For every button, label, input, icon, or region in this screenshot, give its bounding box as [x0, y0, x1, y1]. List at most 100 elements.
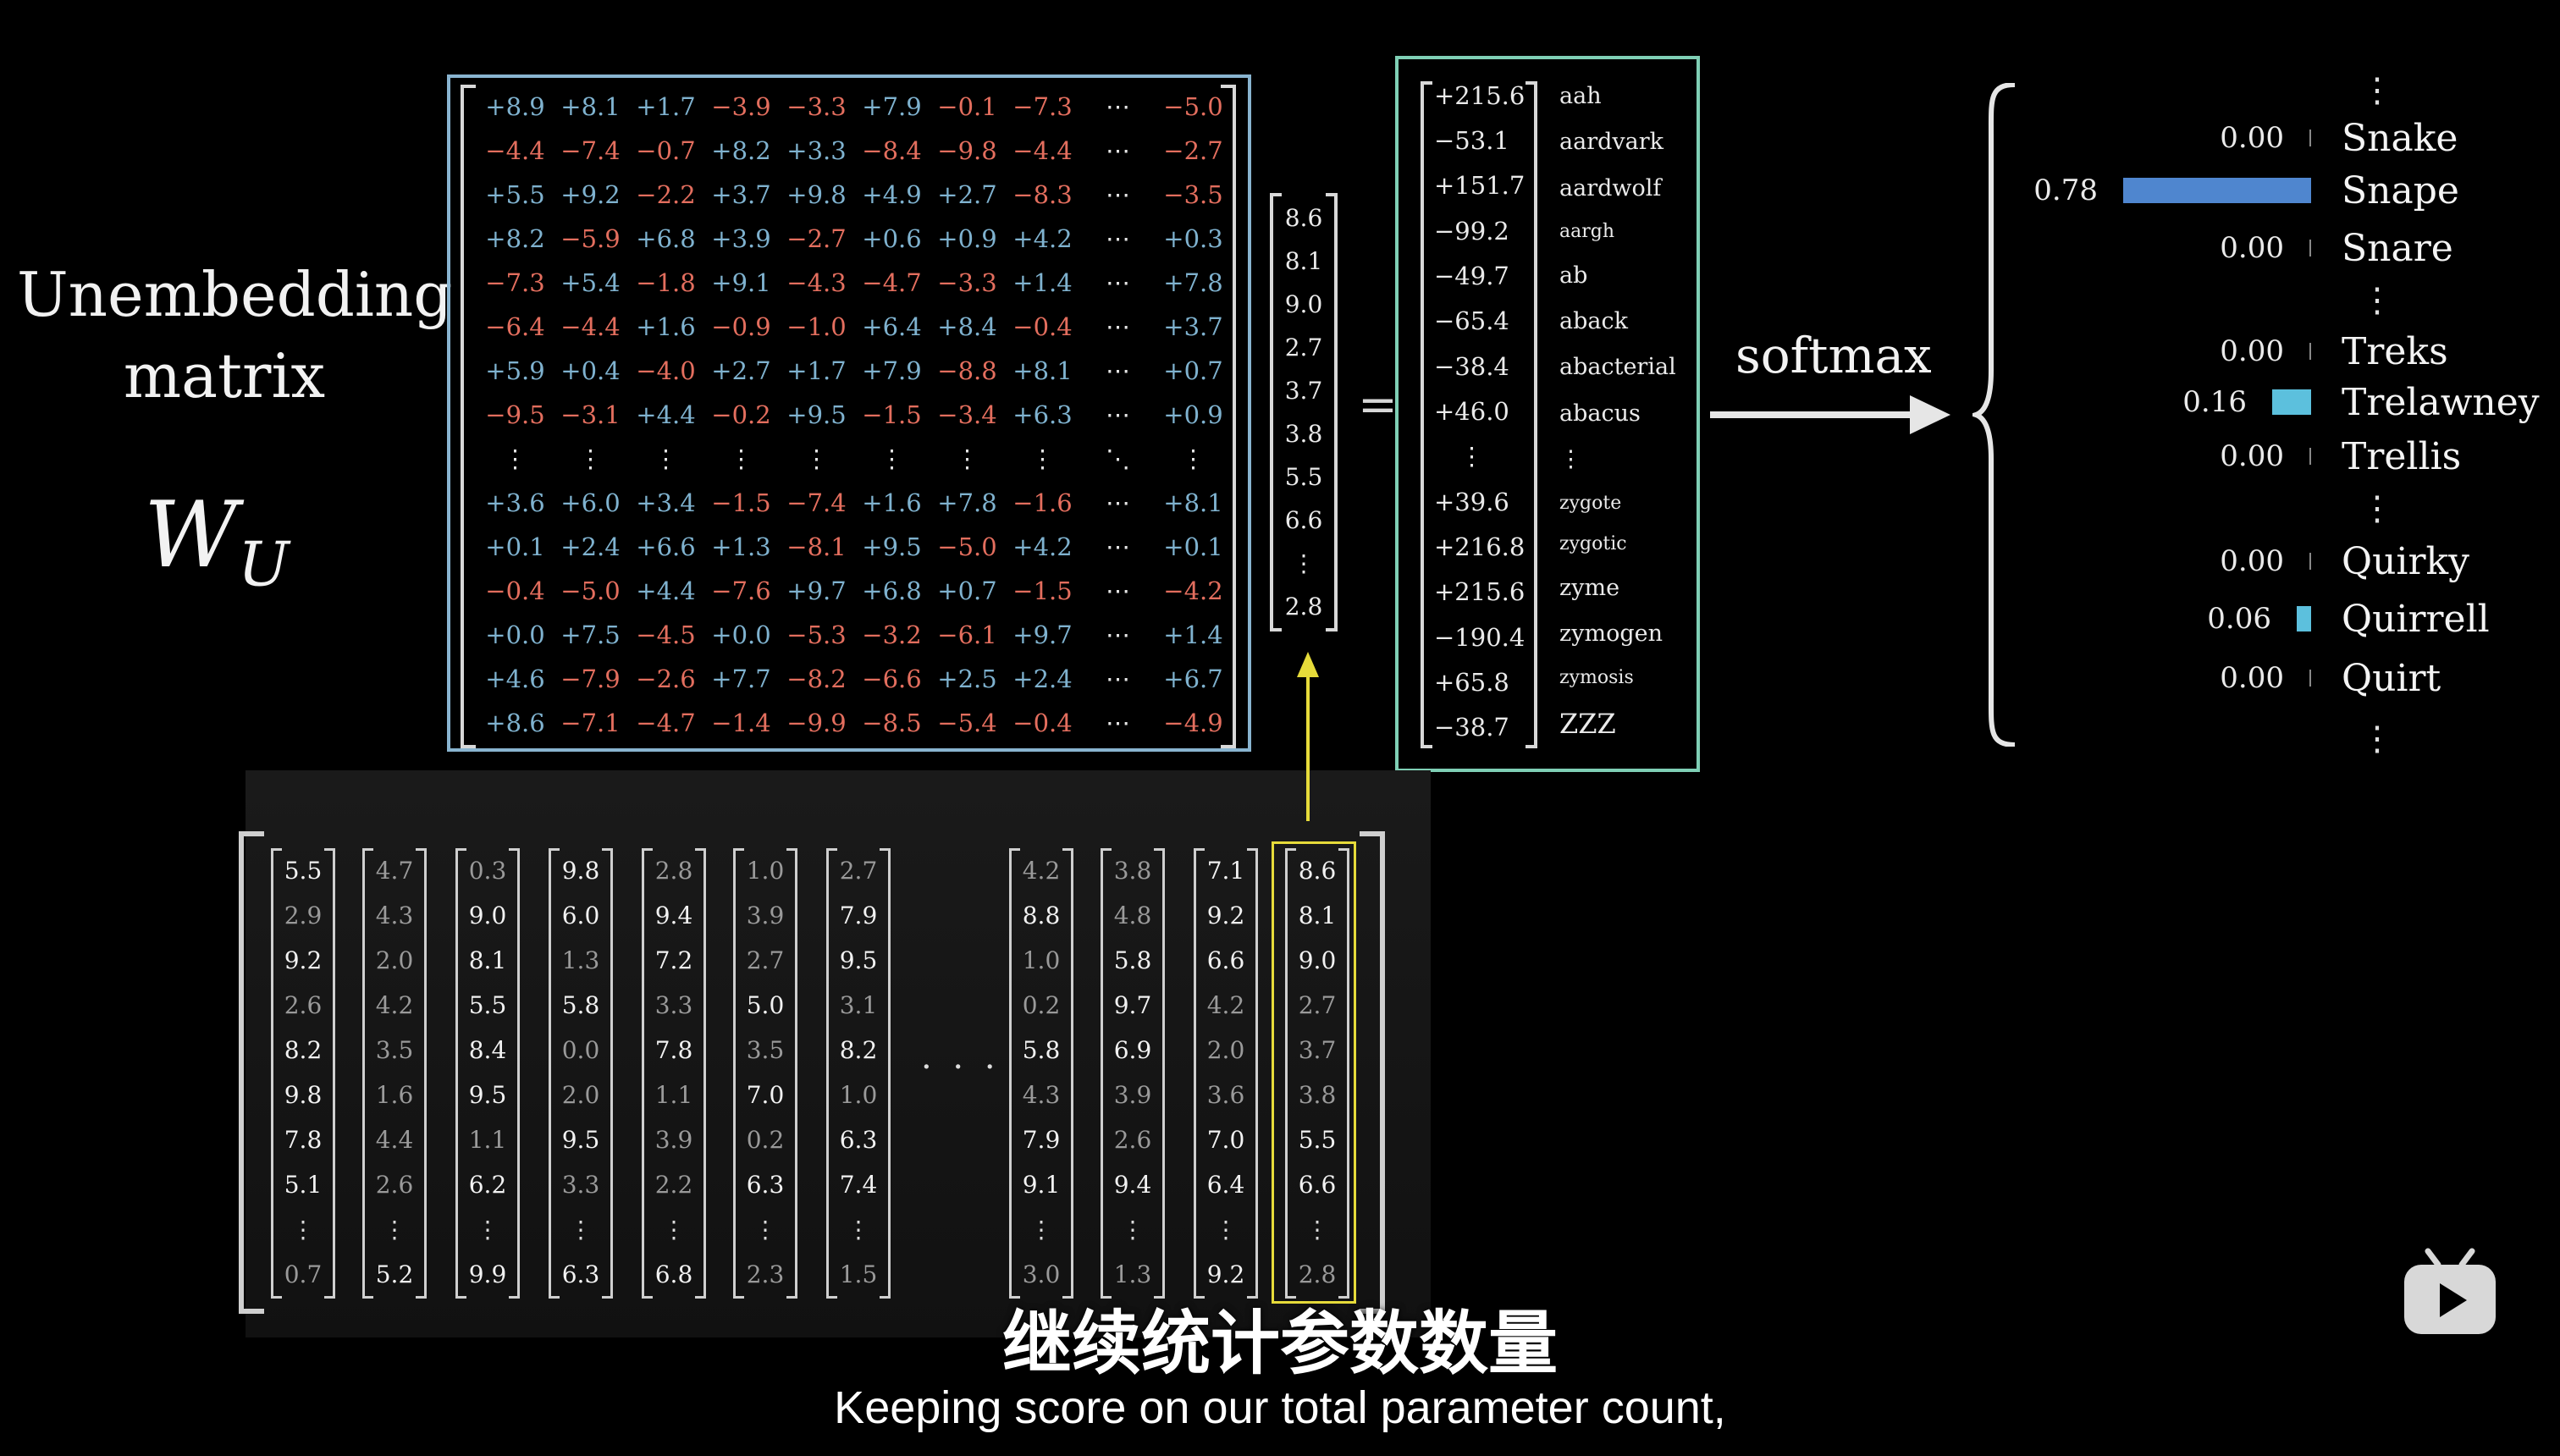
context-cell: 6.8 — [654, 1260, 693, 1288]
prob-bar — [2309, 553, 2311, 570]
matrix-cell: −7.6 — [711, 576, 771, 605]
matrix-cell: +8.2 — [485, 224, 545, 253]
prob-word: Snake — [2342, 116, 2458, 160]
matrix-cell: +8.1 — [1163, 488, 1223, 517]
context-cell: 2.7 — [746, 946, 785, 974]
vocab-word: zygotic — [1559, 533, 1627, 555]
context-cell: 2.6 — [284, 991, 323, 1019]
prob-word: Snape — [2342, 168, 2459, 212]
matrix-cell: +0.1 — [485, 532, 545, 561]
column-bracket — [602, 848, 613, 1299]
matrix-cell: −6.1 — [937, 620, 997, 649]
matrix-cell: −8.8 — [937, 356, 997, 385]
context-cell: 7.1 — [1206, 857, 1245, 885]
prob-bar — [2309, 448, 2311, 465]
context-cell: 1.0 — [1022, 946, 1061, 974]
matrix-cell: −6.4 — [485, 312, 545, 341]
column-bracket — [786, 848, 797, 1299]
logit-value: −65.4 — [1434, 306, 1509, 336]
prob-bar — [2123, 178, 2311, 203]
context-cell: 1.5 — [839, 1260, 878, 1288]
matrix-cell: −1.4 — [711, 709, 771, 737]
column-bracket — [416, 848, 427, 1299]
matrix-cell: −3.1 — [560, 400, 621, 429]
matrix-cell: +5.5 — [485, 180, 545, 209]
matrix-cell: −0.2 — [711, 400, 771, 429]
matrix-cell: −1.6 — [1012, 488, 1073, 517]
matrix-cell: −3.9 — [711, 92, 771, 121]
vocab-word: ZZZ — [1559, 708, 1616, 741]
matrix-cell: −0.9 — [711, 312, 771, 341]
matrix-cell: +3.7 — [711, 180, 771, 209]
matrix-cell: −1.5 — [1012, 576, 1073, 605]
matrix-cell: ⋯ — [1106, 224, 1130, 253]
matrix-cell: −8.3 — [1012, 180, 1073, 209]
context-cell: ⋮ — [383, 1216, 406, 1244]
vector-left-bracket — [1270, 193, 1282, 631]
matrix-cell: +7.9 — [862, 356, 922, 385]
matrix-cell: −2.7 — [786, 224, 847, 253]
player-logo-icon — [2404, 1248, 2496, 1334]
matrix-cell: +8.6 — [485, 709, 545, 737]
context-cell: 0.7 — [284, 1260, 323, 1288]
context-cell: 2.7 — [1298, 991, 1337, 1019]
matrix-cell: −3.5 — [1163, 180, 1223, 209]
context-cell: 9.5 — [468, 1081, 507, 1109]
column-bracket — [1101, 848, 1112, 1299]
context-left-bracket — [239, 831, 264, 1314]
matrix-cell: ⋯ — [1106, 488, 1130, 517]
matrix-cell: +9.1 — [711, 268, 771, 297]
matrix-cell: +9.8 — [786, 180, 847, 209]
vector-right-bracket — [1326, 193, 1338, 631]
matrix-cell: +7.7 — [711, 665, 771, 693]
matrix-cell: +8.1 — [560, 92, 621, 121]
context-cell: 9.2 — [284, 946, 323, 974]
prob-value: 0.06 — [2207, 602, 2271, 636]
context-cell: 9.8 — [284, 1081, 323, 1109]
logit-value: ⋮ — [1459, 442, 1484, 472]
prob-value: 0.00 — [2220, 231, 2284, 265]
context-cell: 3.8 — [1298, 1081, 1337, 1109]
prob-word: Trelawney — [2342, 380, 2540, 424]
matrix-cell: −8.2 — [786, 665, 847, 693]
context-cell: 3.5 — [375, 1036, 414, 1064]
vector-entry: 8.1 — [1284, 247, 1323, 275]
vocab-word: aardwolf — [1559, 174, 1662, 201]
prob-value: 0.00 — [2220, 439, 2284, 473]
logit-value: +39.6 — [1434, 487, 1509, 516]
context-cell: 8.6 — [1298, 857, 1337, 885]
column-bracket — [509, 848, 520, 1299]
prob-ellipsis-row: ⋮ — [2023, 68, 2557, 113]
matrix-cell: −1.5 — [862, 400, 922, 429]
subtitle-english: Keeping score on our total parameter cou… — [834, 1382, 1726, 1433]
matrix-cell: ⋯ — [1106, 576, 1130, 605]
label-line1: Unembedding — [17, 259, 453, 330]
matrix-cell: −4.7 — [636, 709, 696, 737]
context-cell: 7.2 — [654, 946, 693, 974]
context-cell: 4.3 — [375, 902, 414, 929]
context-cell: ⋮ — [847, 1216, 870, 1244]
vocab-word: zymosis — [1559, 666, 1634, 688]
matrix-cell: −7.3 — [485, 268, 545, 297]
context-right-bracket — [1360, 831, 1385, 1314]
prob-bar — [2309, 670, 2311, 687]
context-cell: 0.2 — [746, 1126, 785, 1154]
softmax-arrow-icon — [1710, 395, 1950, 434]
matrix-cell: ⋮ — [880, 444, 904, 473]
matrix-cell: +9.5 — [786, 400, 847, 429]
context-cell: ⋮ — [1305, 1216, 1329, 1244]
matrix-cell: ⋯ — [1106, 92, 1130, 121]
logit-value: −53.1 — [1434, 125, 1509, 155]
context-cell: 7.9 — [839, 902, 878, 929]
matrix-cell: −4.4 — [1012, 136, 1073, 165]
context-cell: 9.0 — [1298, 946, 1337, 974]
matrix-cell: +2.7 — [711, 356, 771, 385]
wu-symbol-base: W — [144, 483, 239, 588]
